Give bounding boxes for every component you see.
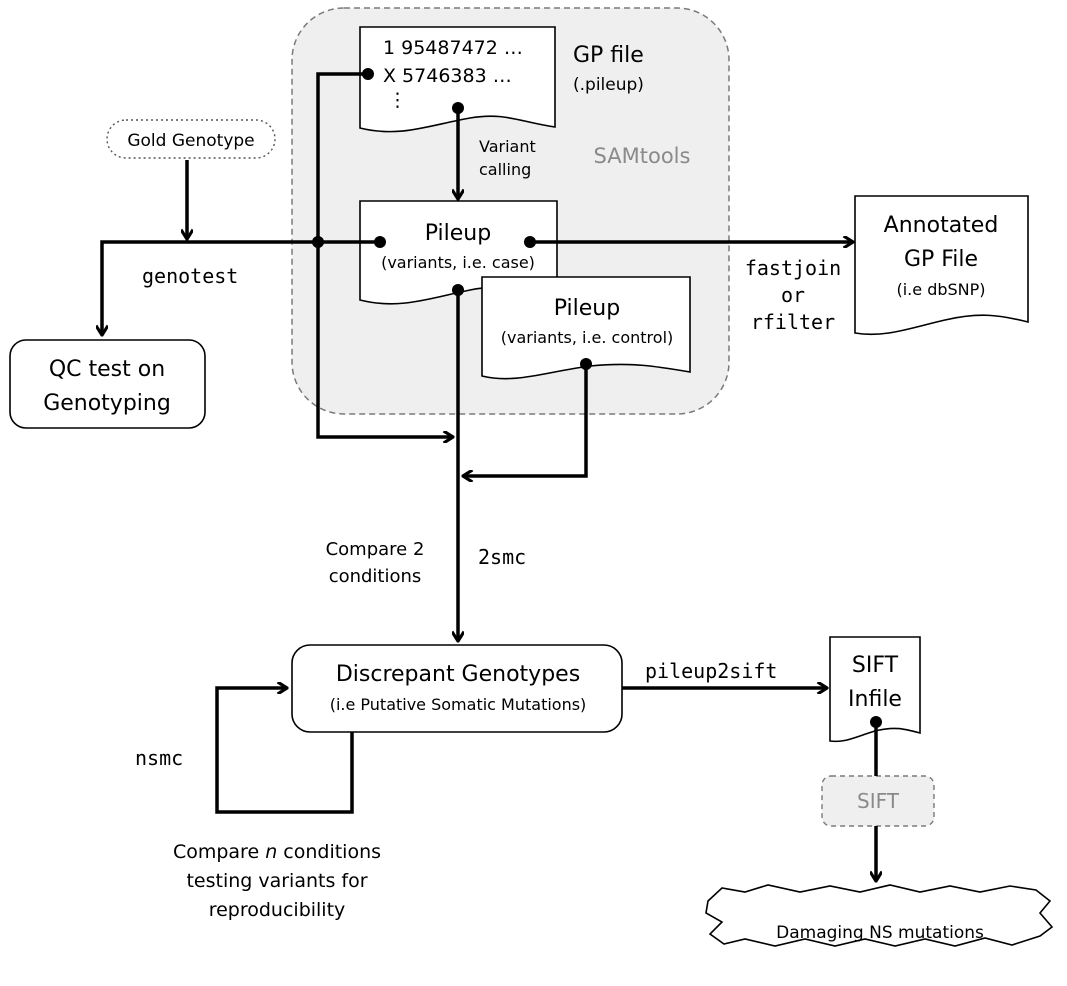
- or-label: or: [781, 283, 805, 307]
- compare-n-label-2: testing variants for: [186, 870, 367, 892]
- annotated-file-title-1: Annotated: [884, 213, 999, 238]
- dot-gp-file-bottom: [452, 102, 464, 114]
- dot-gp-file-rows: [362, 68, 374, 80]
- gp-file-row-1: 1 95487472 …: [383, 37, 523, 59]
- discrepant-subtitle: (i.e Putative Somatic Mutations): [330, 695, 587, 714]
- pileup-case-title: Pileup: [425, 221, 491, 246]
- dot-pileup-case-right: [524, 236, 536, 248]
- discrepant-genotypes-box: [291, 644, 623, 733]
- connector-gp-file-to-merge: [316, 72, 452, 437]
- nsmc-label: nsmc: [135, 746, 183, 770]
- sift-tool-box: [821, 775, 935, 827]
- discrepant-title: Discrepant Genotypes: [336, 662, 580, 687]
- fastjoin-label: fastjoin: [745, 256, 841, 280]
- connector-genotest-line: [102, 240, 380, 334]
- gp-file-subtitle: (.pileup): [573, 75, 644, 95]
- annotated-file-title-2: GP File: [904, 247, 978, 272]
- qc-test-label-1: QC test on: [49, 357, 165, 382]
- sift-infile-label-1: SIFT: [852, 653, 899, 678]
- sift-tool-label: SIFT: [857, 789, 900, 813]
- compare-n-prefix: Compare: [173, 841, 265, 863]
- connector-nsmc-loop: [215, 688, 354, 814]
- compare-n-label-1: Compare n conditions: [173, 841, 381, 863]
- qc-test-label-2: Genotyping: [43, 391, 171, 416]
- compare-n-italic: n: [265, 841, 277, 863]
- compare-n-suffix: conditions: [277, 841, 381, 863]
- damaging-mutations-shape: [705, 884, 1054, 947]
- gp-file-row-3: ⋮: [388, 89, 407, 111]
- pileup-case-subtitle: (variants, i.e. case): [381, 253, 535, 272]
- gold-genotype-node: [106, 119, 276, 159]
- dot-pileup-case-left: [374, 236, 386, 248]
- compare-n-label-3: reproducibility: [209, 899, 346, 921]
- twosmc-label: 2smc: [478, 545, 526, 569]
- annotated-file-subtitle: (i.e dbSNP): [896, 280, 985, 299]
- pileup2sift-label: pileup2sift: [645, 659, 777, 683]
- gold-genotype-label: Gold Genotype: [127, 131, 254, 151]
- dot-sift-infile: [870, 716, 882, 728]
- dot-pileup-case-bottom: [452, 284, 464, 296]
- gp-file-document: [359, 26, 556, 133]
- gp-file-title: GP file: [573, 43, 644, 68]
- genotest-label: genotest: [142, 264, 238, 288]
- qc-test-box: [9, 339, 206, 429]
- gp-file-row-2: X 5746383 …: [383, 65, 512, 87]
- dot-junction: [312, 236, 324, 248]
- compare-two-label-1: Compare 2: [326, 539, 425, 560]
- connector-control-to-merge: [464, 364, 588, 476]
- damaging-mutations-label: Damaging NS mutations: [776, 923, 984, 943]
- variant-calling-label-1: Variant: [479, 137, 536, 156]
- pileup-control-subtitle: (variants, i.e. control): [501, 328, 674, 347]
- rfilter-label: rfilter: [751, 310, 835, 334]
- samtools-label: SAMtools: [594, 144, 691, 168]
- variant-calling-label-2: calling: [479, 160, 531, 179]
- annotated-gp-file-document: [854, 195, 1029, 336]
- pileup-control-title: Pileup: [554, 296, 620, 321]
- sift-infile-label-2: Infile: [848, 687, 902, 712]
- compare-two-label-2: conditions: [329, 566, 422, 587]
- dot-pileup-control: [580, 358, 592, 370]
